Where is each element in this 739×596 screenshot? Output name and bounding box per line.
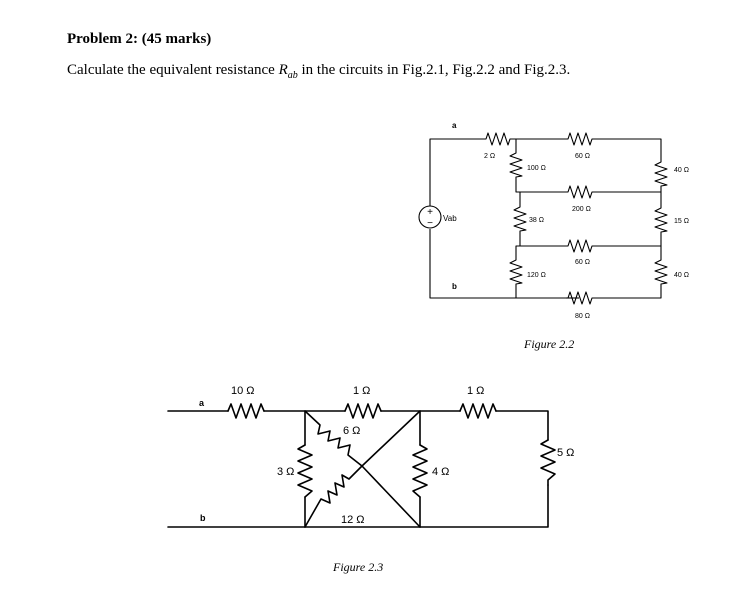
label-40-ohm-top: 40 Ω — [674, 167, 689, 174]
fig23-center-to-right-top-wire — [361, 410, 421, 467]
resistor-6-ohm — [304, 410, 363, 467]
fig23-bottom-wire — [167, 484, 549, 528]
label-120-ohm: 120 Ω — [527, 272, 546, 279]
figure-2-3-caption: Figure 2.3 — [332, 560, 383, 574]
label-1-ohm-right: 1 Ω — [467, 385, 484, 397]
resistor-1-ohm-right — [459, 403, 497, 419]
resistor-40-ohm-top — [654, 160, 668, 188]
label-12-ohm: 12 Ω — [341, 514, 365, 526]
label-6-ohm: 6 Ω — [343, 425, 360, 437]
fig23-node-a: a — [199, 398, 205, 408]
figure-2-3: a b 10 Ω 1 Ω 1 Ω 3 Ω 4 Ω 5 Ω 6 Ω 12 Ω — [167, 385, 574, 574]
source-minus: − — [427, 218, 433, 229]
symbol-r: R — [278, 62, 288, 78]
resistor-40-ohm-bottom — [654, 258, 668, 286]
statement-text-after: in the circuits in Fig.2.1, Fig.2.2 and … — [297, 62, 571, 78]
fig22-top-wire — [516, 138, 662, 160]
label-60-ohm-top: 60 Ω — [575, 153, 590, 160]
fig22-node-b: b — [452, 282, 457, 291]
resistor-4-ohm — [412, 444, 428, 498]
source-plus: + — [427, 207, 433, 218]
statement-text-before: Calculate the equivalent resistance — [67, 62, 279, 78]
figure-2-2: + − Vab a b 2 Ω 60 Ω 100 Ω 38 Ω 120 Ω 20… — [418, 121, 689, 351]
label-38-ohm: 38 Ω — [529, 217, 544, 224]
fig22-node-a: a — [452, 121, 457, 130]
problem-statement: Calculate the equivalent resistance Rab … — [67, 62, 570, 81]
fig23-node-b: b — [200, 513, 206, 523]
label-80-ohm: 80 Ω — [575, 313, 590, 320]
label-10-ohm: 10 Ω — [231, 385, 255, 397]
label-4-ohm: 4 Ω — [432, 466, 449, 478]
fig23-center-to-right-bottom-wire — [361, 465, 421, 528]
resistor-5-ohm — [540, 439, 556, 486]
symbol-r-subscript: ab — [287, 70, 298, 81]
fig22-bottom-wire — [594, 286, 662, 299]
resistor-2-ohm — [484, 132, 516, 146]
figure-2-2-caption: Figure 2.2 — [523, 337, 574, 351]
label-15-ohm: 15 Ω — [674, 218, 689, 225]
label-40-ohm-bottom: 40 Ω — [674, 272, 689, 279]
label-2-ohm: 2 Ω — [484, 153, 495, 160]
resistor-10-ohm — [227, 403, 265, 419]
label-60-ohm-mid: 60 Ω — [575, 259, 590, 266]
resistor-80-ohm — [566, 291, 594, 305]
resistor-100-ohm — [509, 151, 523, 179]
resistor-120-ohm — [509, 258, 523, 286]
resistor-12-ohm — [304, 465, 363, 528]
resistor-1-ohm-left — [344, 403, 382, 419]
label-5-ohm: 5 Ω — [557, 447, 574, 459]
voltage-source-icon — [418, 205, 442, 229]
fig22-left-wire — [429, 138, 579, 299]
source-label: Vab — [443, 214, 457, 223]
label-100-ohm: 100 Ω — [527, 165, 546, 172]
resistor-38-ohm — [513, 205, 527, 233]
problem-title: Problem 2: (45 marks) — [67, 31, 212, 47]
label-200-ohm: 200 Ω — [572, 206, 591, 213]
resistor-60-ohm-mid — [566, 239, 594, 253]
resistor-60-ohm-top — [566, 132, 594, 146]
label-1-ohm-left: 1 Ω — [353, 385, 370, 397]
resistor-200-ohm — [566, 185, 594, 199]
resistor-3-ohm — [297, 444, 313, 498]
resistor-15-ohm — [654, 206, 668, 234]
label-3-ohm: 3 Ω — [277, 466, 294, 478]
